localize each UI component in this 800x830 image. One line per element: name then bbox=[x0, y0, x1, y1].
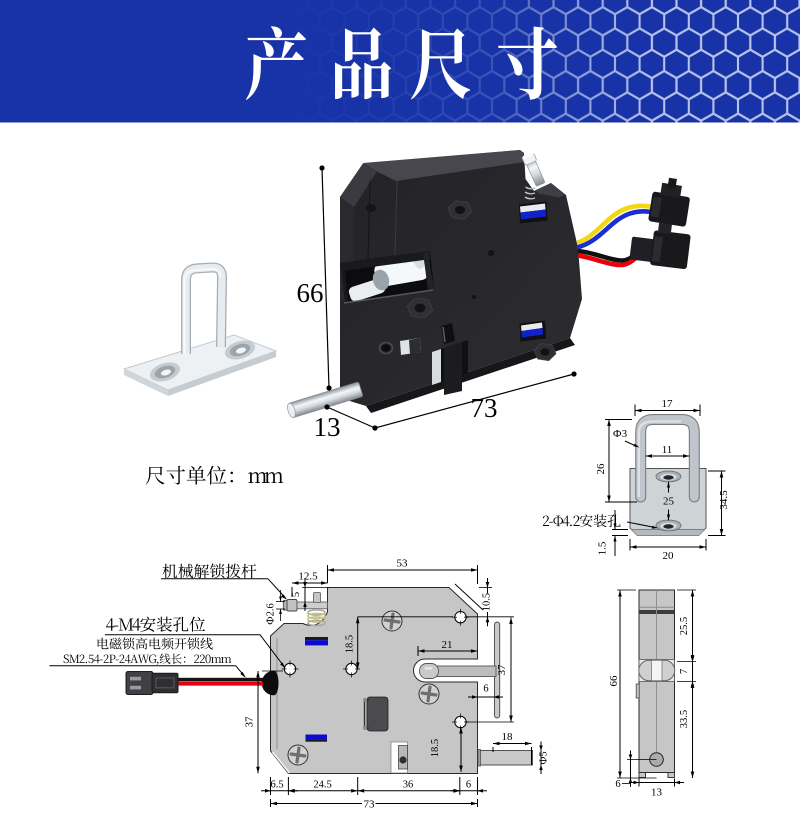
svg-text:6: 6 bbox=[466, 780, 471, 791]
svg-text:Ф2.6: Ф2.6 bbox=[266, 603, 277, 624]
svg-text:37: 37 bbox=[496, 664, 508, 676]
svg-text:73: 73 bbox=[471, 393, 498, 423]
svg-text:6: 6 bbox=[615, 779, 620, 790]
svg-text:13: 13 bbox=[314, 412, 341, 442]
svg-text:25: 25 bbox=[663, 496, 675, 508]
svg-text:1.5: 1.5 bbox=[597, 541, 609, 555]
svg-text:66: 66 bbox=[608, 675, 620, 687]
svg-text:Ф5: Ф5 bbox=[539, 752, 550, 765]
svg-text:6.5: 6.5 bbox=[270, 780, 283, 791]
svg-text:24.5: 24.5 bbox=[313, 780, 331, 791]
svg-text:18.5: 18.5 bbox=[344, 635, 355, 653]
svg-text:53: 53 bbox=[397, 558, 409, 570]
svg-text:73: 73 bbox=[364, 799, 376, 811]
svg-text:33.5: 33.5 bbox=[679, 710, 690, 728]
svg-text:66: 66 bbox=[297, 278, 324, 308]
svg-text:37: 37 bbox=[244, 716, 256, 728]
svg-text:Ф3: Ф3 bbox=[613, 428, 628, 440]
svg-text:12.5: 12.5 bbox=[298, 571, 318, 583]
svg-text:17: 17 bbox=[662, 398, 674, 410]
svg-text:25.5: 25.5 bbox=[679, 617, 690, 635]
svg-text:26: 26 bbox=[595, 463, 607, 475]
svg-text:13: 13 bbox=[651, 787, 663, 799]
svg-text:10.5: 10.5 bbox=[482, 593, 493, 611]
svg-text:18.5: 18.5 bbox=[430, 739, 441, 757]
svg-text:7: 7 bbox=[679, 669, 690, 674]
svg-text:34.5: 34.5 bbox=[718, 490, 730, 510]
svg-text:21: 21 bbox=[442, 639, 453, 651]
svg-text:18: 18 bbox=[502, 731, 514, 743]
svg-text:5: 5 bbox=[291, 592, 302, 597]
svg-text:36: 36 bbox=[403, 780, 414, 791]
svg-text:11: 11 bbox=[662, 444, 673, 456]
svg-text:20: 20 bbox=[663, 550, 675, 562]
svg-text:6: 6 bbox=[483, 684, 488, 695]
